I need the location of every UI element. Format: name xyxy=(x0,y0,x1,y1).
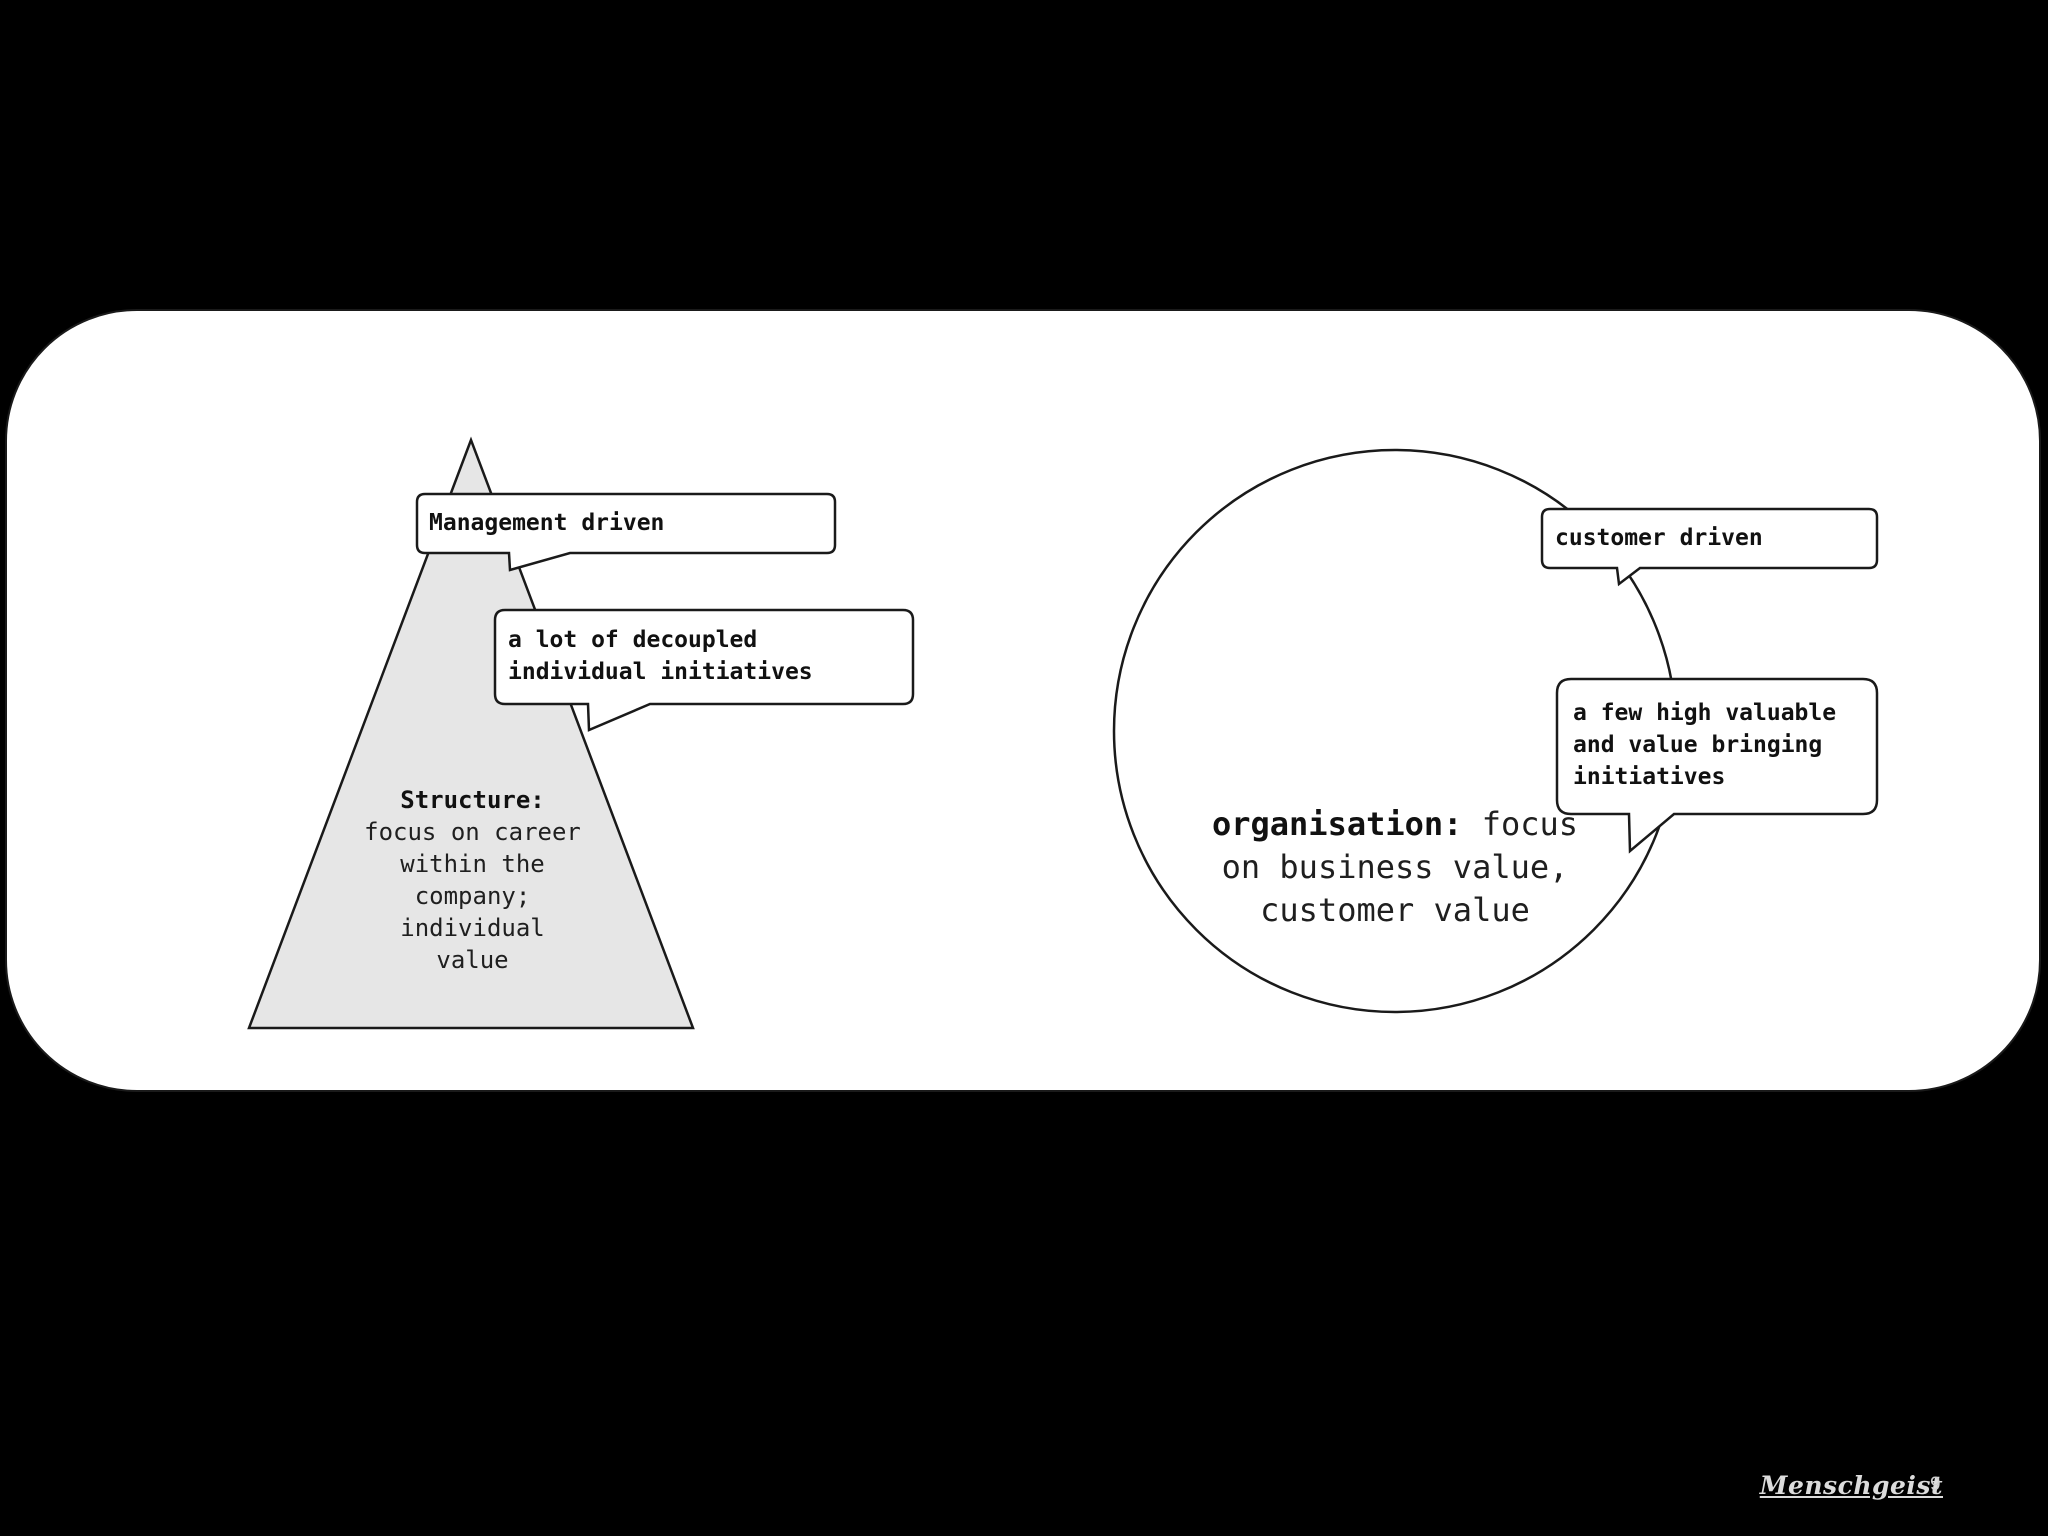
organisation-label: organisation: focus on business value, c… xyxy=(1180,803,1610,932)
brand-logo: Menschgeist xyxy=(1759,1471,1943,1500)
management-bubble xyxy=(415,492,837,572)
pyramid-line-3: company; xyxy=(414,882,531,910)
pyramid-line-4: individual xyxy=(400,914,545,942)
few-initiatives-bubble-text: a few high valuable and value bringing i… xyxy=(1573,697,1836,793)
customer-bubble-text: customer driven xyxy=(1555,525,1763,551)
page-number: 9 xyxy=(1930,1474,1941,1495)
pyramid-shape xyxy=(247,436,695,1030)
few-initiatives-bubble xyxy=(1555,677,1879,854)
decoupled-bubble xyxy=(493,608,915,732)
pyramid-label: Structure: focus on career within the co… xyxy=(325,784,620,976)
pyramid-heading: Structure: xyxy=(400,786,545,814)
pyramid-line-5: value xyxy=(436,946,509,974)
decoupled-bubble-text: a lot of decoupled individual initiative… xyxy=(508,624,813,688)
customer-bubble xyxy=(1540,507,1879,587)
pyramid-line-1: focus on career xyxy=(364,818,581,846)
organisation-line-2: on business value, xyxy=(1221,848,1569,886)
decoupled-line-2: individual initiatives xyxy=(508,659,813,685)
few-line-1: a few high valuable xyxy=(1573,700,1837,726)
pyramid-line-2: within the xyxy=(400,850,545,878)
organisation-heading: organisation: xyxy=(1211,805,1463,843)
organisation-line-1: organisation: focus xyxy=(1180,803,1610,846)
organisation-line-1-rest: focus xyxy=(1462,805,1579,843)
management-bubble-text: Management driven xyxy=(429,510,665,536)
few-line-3: initiatives xyxy=(1573,764,1726,790)
organisation-line-3: customer value xyxy=(1260,891,1530,929)
few-line-2: and value bringing xyxy=(1573,732,1823,758)
decoupled-line-1: a lot of decoupled xyxy=(508,627,758,653)
